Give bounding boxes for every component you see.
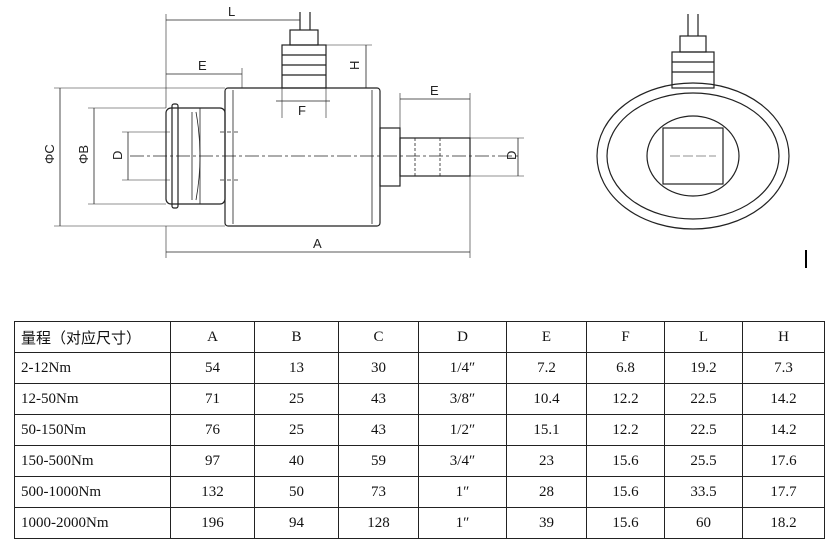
table-cell: 40 [254, 445, 339, 477]
table-cell: 25.5 [664, 445, 743, 477]
table-cell: 18.2 [742, 507, 825, 539]
end-view-square-drive [662, 127, 724, 185]
cell-range: 1000-2000Nm [14, 507, 171, 539]
table-cell: 3/8″ [418, 383, 507, 415]
table-cell: 25 [254, 383, 339, 415]
table-cell: 94 [254, 507, 339, 539]
spec-table: 量程（对应尺寸） A B C D E F L H 2-12Nm 54 13 30… [14, 321, 825, 539]
table-cell: 19.2 [664, 352, 743, 384]
dim-label-E-right: E [430, 83, 439, 98]
dim-label-D-left: D [110, 151, 125, 160]
dim-label-L: L [228, 4, 235, 19]
table-cell: 196 [170, 507, 255, 539]
technical-drawing: L E H F E D ΦC ΦB D A [42, 4, 790, 258]
table-cell: 128 [338, 507, 419, 539]
table-row: 2-12Nm 54 13 30 1/4″ 7.2 6.8 19.2 7.3 [14, 352, 825, 384]
dim-label-C: ΦC [42, 144, 57, 164]
table-cell: 30 [338, 352, 419, 384]
table-cell: 15.6 [586, 445, 665, 477]
table-row: 12-50Nm 71 25 43 3/8″ 10.4 12.2 22.5 14.… [14, 383, 825, 415]
table-cell: 12.2 [586, 383, 665, 415]
table-cell: 54 [170, 352, 255, 384]
cable-gland [281, 44, 327, 89]
table-cell: 23 [506, 445, 587, 477]
header-range: 量程（对应尺寸） [14, 321, 171, 353]
table-cell: 10.4 [506, 383, 587, 415]
header-F: F [586, 321, 665, 353]
header-C: C [338, 321, 419, 353]
table-cell: 59 [338, 445, 419, 477]
table-cell: 15.6 [586, 507, 665, 539]
table-cell: 14.2 [742, 383, 825, 415]
table-cell: 50 [254, 476, 339, 508]
dim-label-F: F [298, 103, 306, 118]
dim-label-H: H [347, 61, 362, 70]
table-cell: 15.6 [586, 476, 665, 508]
table-cell: 1″ [418, 507, 507, 539]
dim-label-E-left: E [198, 58, 207, 73]
header-L: L [664, 321, 743, 353]
dim-label-D-right: D [504, 151, 519, 160]
table-cell: 71 [170, 383, 255, 415]
table-cell: 33.5 [664, 476, 743, 508]
header-B: B [254, 321, 339, 353]
table-cell: 1/2″ [418, 414, 507, 446]
cell-range: 50-150Nm [14, 414, 171, 446]
table-cell: 22.5 [664, 383, 743, 415]
header-H: H [742, 321, 825, 353]
table-cell: 15.1 [506, 414, 587, 446]
table-cell: 39 [506, 507, 587, 539]
table-header-row: 量程（对应尺寸） A B C D E F L H [14, 321, 825, 353]
dim-label-A: A [313, 236, 322, 251]
cell-range: 12-50Nm [14, 383, 171, 415]
header-E: E [506, 321, 587, 353]
dim-label-B: ΦB [76, 145, 91, 164]
table-row: 150-500Nm 97 40 59 3/4″ 23 15.6 25.5 17.… [14, 445, 825, 477]
header-D: D [418, 321, 507, 353]
header-A: A [170, 321, 255, 353]
end-view-flange [596, 82, 790, 230]
table-cell: 76 [170, 414, 255, 446]
table-cell: 25 [254, 414, 339, 446]
table-cell: 17.7 [742, 476, 825, 508]
table-cell: 1″ [418, 476, 507, 508]
output-shaft [379, 127, 401, 187]
table-cell: 43 [338, 383, 419, 415]
cell-range: 2-12Nm [14, 352, 171, 384]
cell-range: 150-500Nm [14, 445, 171, 477]
cell-range: 500-1000Nm [14, 476, 171, 508]
table-row: 500-1000Nm 132 50 73 1″ 28 15.6 33.5 17.… [14, 476, 825, 508]
table-cell: 97 [170, 445, 255, 477]
table-cell: 1/4″ [418, 352, 507, 384]
table-cell: 28 [506, 476, 587, 508]
table-cell: 6.8 [586, 352, 665, 384]
table-row: 50-150Nm 76 25 43 1/2″ 15.1 12.2 22.5 14… [14, 414, 825, 446]
text-cursor [805, 250, 807, 268]
table-cell: 60 [664, 507, 743, 539]
table-cell: 17.6 [742, 445, 825, 477]
table-cell: 73 [338, 476, 419, 508]
table-cell: 12.2 [586, 414, 665, 446]
table-cell: 14.2 [742, 414, 825, 446]
table-cell: 3/4″ [418, 445, 507, 477]
table-cell: 22.5 [664, 414, 743, 446]
table-cell: 13 [254, 352, 339, 384]
table-row: 1000-2000Nm 196 94 128 1″ 39 15.6 60 18.… [14, 507, 825, 539]
table-cell: 7.2 [506, 352, 587, 384]
table-cell: 7.3 [742, 352, 825, 384]
table-cell: 132 [170, 476, 255, 508]
table-cell: 43 [338, 414, 419, 446]
